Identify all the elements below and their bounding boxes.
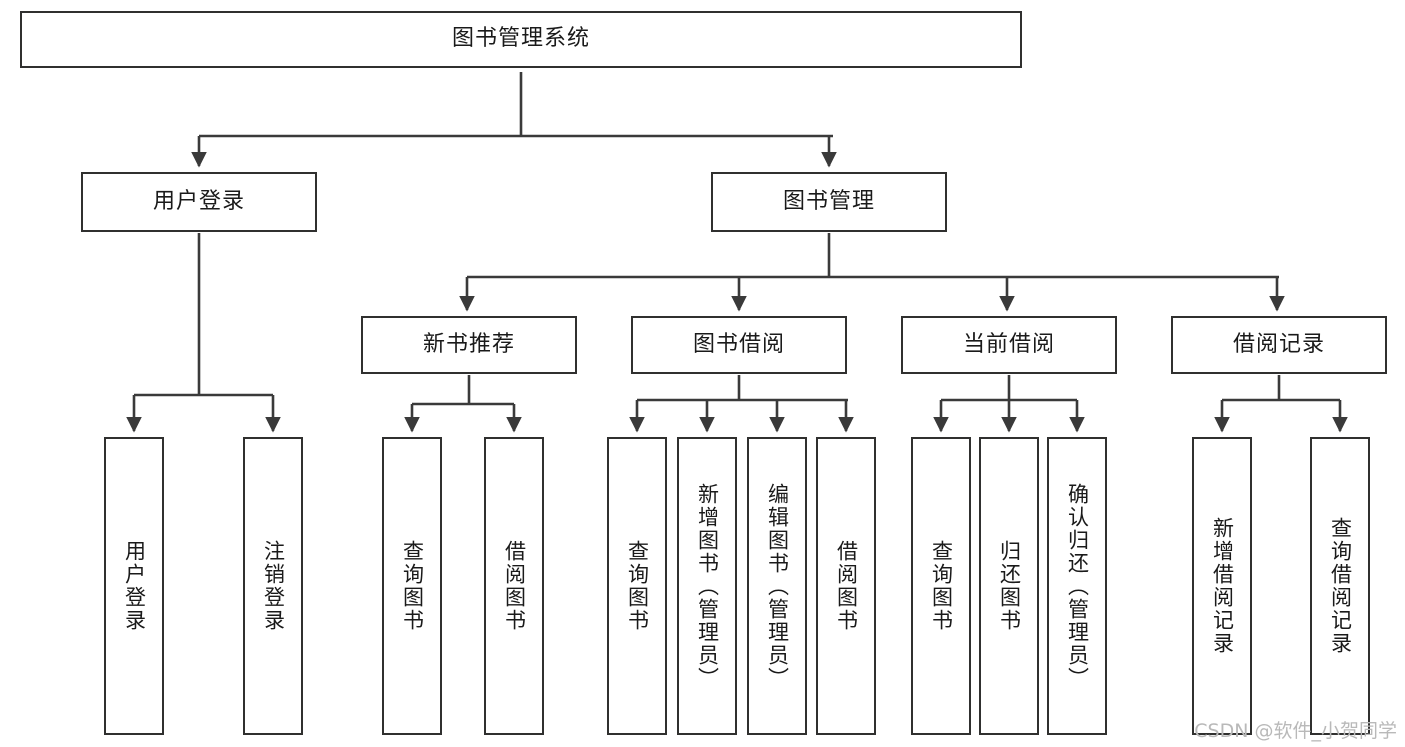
node-current-borrow[interactable]: 当前借阅 — [901, 316, 1117, 374]
node-label: 注销登录 — [261, 540, 286, 632]
node-label: 新书推荐 — [422, 331, 515, 357]
node-book-borrow[interactable]: 图书借阅 — [631, 316, 847, 374]
node-label: 图书借阅 — [692, 331, 785, 357]
node-label: 编辑图书（管理员） — [765, 482, 790, 690]
leaf-current-query-book[interactable]: 查询图书 — [911, 437, 971, 735]
node-label: 借阅图书 — [502, 540, 527, 632]
node-label: 用户登录 — [122, 540, 147, 632]
leaf-current-return-book[interactable]: 归还图书 — [979, 437, 1039, 735]
node-label: 图书管理 — [782, 188, 875, 214]
node-new-book-recommend[interactable]: 新书推荐 — [361, 316, 577, 374]
leaf-borrow-edit-book-admin[interactable]: 编辑图书（管理员） — [747, 437, 807, 735]
leaf-recommend-query-book[interactable]: 查询图书 — [382, 437, 442, 735]
node-label: 新增借阅记录 — [1210, 517, 1235, 655]
node-label: 查询图书 — [625, 540, 650, 632]
csdn-watermark: CSDN @软件_小贺同学 — [1194, 720, 1397, 742]
node-label: 新增图书（管理员） — [695, 482, 720, 690]
node-label: 归还图书 — [997, 540, 1022, 632]
node-label: 查询图书 — [929, 540, 954, 632]
leaf-records-query-record[interactable]: 查询借阅记录 — [1310, 437, 1370, 735]
node-label: 用户登录 — [152, 188, 245, 214]
node-label: 借阅图书 — [834, 540, 859, 632]
leaf-user-login-signout[interactable]: 注销登录 — [243, 437, 303, 735]
leaf-current-confirm-return-admin[interactable]: 确认归还（管理员） — [1047, 437, 1107, 735]
node-label: 借阅记录 — [1232, 331, 1325, 357]
node-label: 查询图书 — [400, 540, 425, 632]
leaf-borrow-add-book-admin[interactable]: 新增图书（管理员） — [677, 437, 737, 735]
node-root-system[interactable]: 图书管理系统 — [20, 11, 1022, 68]
leaf-records-add-record[interactable]: 新增借阅记录 — [1192, 437, 1252, 735]
leaf-user-login-signin[interactable]: 用户登录 — [104, 437, 164, 735]
node-label: 查询借阅记录 — [1328, 517, 1353, 655]
node-borrow-records[interactable]: 借阅记录 — [1171, 316, 1387, 374]
node-label: 当前借阅 — [962, 331, 1055, 357]
node-user-login[interactable]: 用户登录 — [81, 172, 317, 232]
node-label: 确认归还（管理员） — [1065, 482, 1090, 690]
leaf-recommend-borrow-book[interactable]: 借阅图书 — [484, 437, 544, 735]
leaf-borrow-borrow-book[interactable]: 借阅图书 — [816, 437, 876, 735]
leaf-borrow-query-book[interactable]: 查询图书 — [607, 437, 667, 735]
node-book-management[interactable]: 图书管理 — [711, 172, 947, 232]
node-label: 图书管理系统 — [451, 26, 590, 52]
